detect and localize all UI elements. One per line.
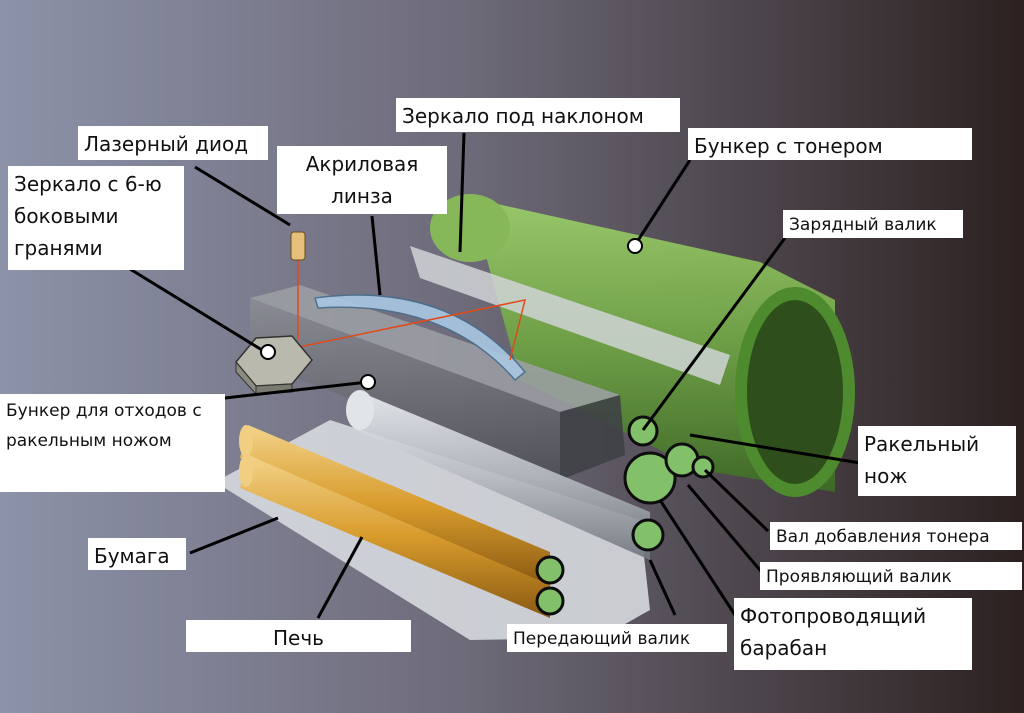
waste-hopper-box <box>250 285 625 480</box>
laser-diode-body <box>290 231 306 261</box>
fuser-rollers <box>239 425 550 618</box>
label-toner-hopper: Бункер с тонером <box>688 128 972 160</box>
photo-drum-cylinder <box>346 390 650 560</box>
label-acrylic-lens: Акриловая линза <box>277 146 447 214</box>
label-paper: Бумага <box>88 538 186 570</box>
roller-end-caps <box>535 415 715 616</box>
label-doctor-blade: Ракельный нож <box>858 426 1016 496</box>
laser-beams <box>274 255 527 361</box>
acrylic-lens-shape <box>314 294 527 382</box>
label-tilted-mirror: Зеркало под наклоном <box>396 98 680 132</box>
label-transfer-roller: Передающий валик <box>507 624 727 652</box>
tilted-mirror-plate <box>410 246 730 385</box>
label-photo-drum: Фотопроводящий барабан <box>734 598 972 670</box>
label-toner-feed-shaft: Вал добавления тонера <box>770 522 1022 550</box>
leader-lines <box>129 132 861 619</box>
label-fuser: Печь <box>186 620 411 652</box>
label-hex-mirror: Зеркало с 6-ю боковыми гранями <box>8 166 184 270</box>
label-charge-roller: Зарядный валик <box>783 210 963 238</box>
label-developer-roller: Проявляющий валик <box>760 562 1022 590</box>
label-waste-hopper: Бункер для отходов с ракельным ножом <box>0 394 225 492</box>
label-laser-diode: Лазерный диод <box>78 126 268 160</box>
leader-dots <box>260 238 643 390</box>
